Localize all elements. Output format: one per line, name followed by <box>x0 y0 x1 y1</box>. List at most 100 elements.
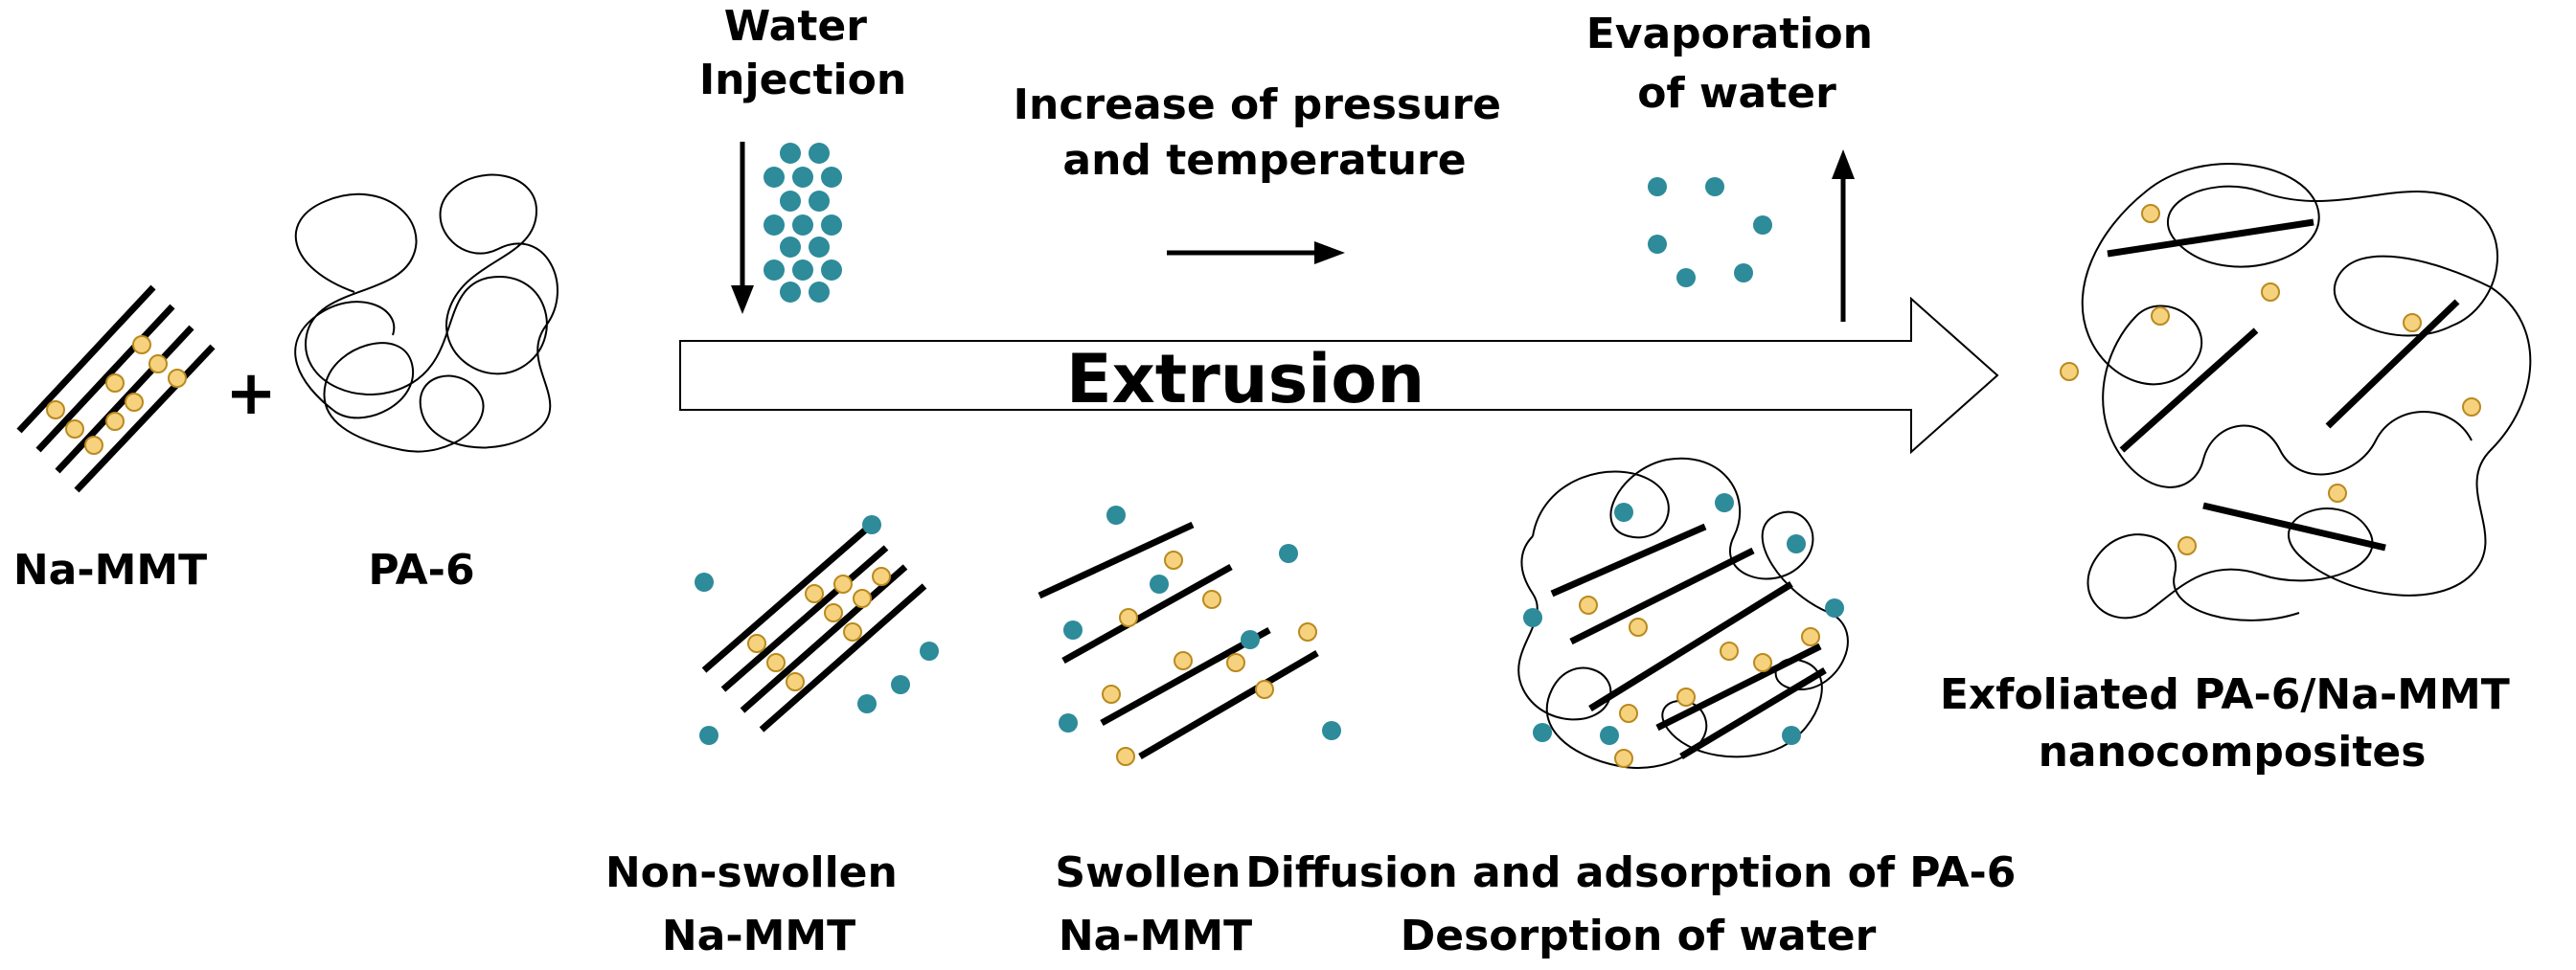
water-dot <box>695 573 714 592</box>
cation-dot <box>1119 608 1138 627</box>
increase-pressure-label: Increase of pressure and temperature <box>1014 80 1516 185</box>
water-dot <box>1648 177 1667 196</box>
cation-dot <box>168 369 187 388</box>
cation-dot <box>2141 204 2160 223</box>
clay-sheet <box>1100 626 1271 727</box>
water-dot <box>920 642 939 661</box>
cation-dot <box>84 436 103 455</box>
clay-sheet <box>1655 643 1822 732</box>
clay-sheet <box>701 526 870 673</box>
water-dot <box>1648 235 1667 254</box>
cation-dot <box>1579 596 1598 615</box>
water-dot <box>1241 630 1260 649</box>
plus-sign: + <box>225 358 277 429</box>
water-dot <box>1523 608 1542 627</box>
water-dot <box>1059 713 1078 733</box>
water-dot <box>1533 723 1552 742</box>
water-dot <box>1753 215 1772 235</box>
cation-dot <box>1629 618 1648 637</box>
cation-dot <box>1720 642 1739 661</box>
water-dot <box>1715 493 1734 512</box>
cation-dot <box>872 567 891 586</box>
cation-dot <box>1202 590 1221 609</box>
cation-dot <box>1298 622 1317 642</box>
cation-dot <box>824 603 843 622</box>
cation-dot <box>2261 282 2280 302</box>
cation-dot <box>853 589 872 608</box>
cation-dot <box>65 419 84 439</box>
water-dot <box>1150 575 1169 594</box>
water-dot <box>1063 620 1083 640</box>
clay-sheet <box>1588 581 1793 711</box>
cation-dot <box>786 672 805 691</box>
water-dot <box>792 259 813 281</box>
cation-dot <box>1116 747 1135 766</box>
clay-sheet <box>1061 563 1233 665</box>
water-dot <box>809 143 830 164</box>
water-dot <box>780 282 801 303</box>
cation-dot <box>2462 397 2481 417</box>
water-dots <box>695 143 1844 745</box>
clay-sheet <box>74 344 216 493</box>
water-dot <box>764 167 785 188</box>
clay-sheet <box>2119 327 2259 453</box>
cation-dot <box>2177 536 2197 555</box>
water-dot <box>1322 721 1341 740</box>
clay-sheet <box>1550 523 1707 598</box>
evaporation-arrow <box>1832 149 1855 322</box>
clay-sheet <box>740 564 908 713</box>
clay-sheet <box>1569 547 1755 645</box>
extrusion-arrow <box>679 296 1999 455</box>
cation-dot <box>1174 651 1193 670</box>
water-dot <box>1734 263 1753 282</box>
swollen-label: Swollen Na-MMT <box>1055 848 1255 960</box>
water-dot <box>1705 177 1724 196</box>
cation-dots <box>46 204 2481 768</box>
pa6-label: PA-6 <box>368 546 474 595</box>
cation-dot <box>1164 551 1183 570</box>
water-dot <box>809 237 830 258</box>
cation-dot <box>1102 685 1121 704</box>
clay-layers <box>16 218 2460 760</box>
cation-dot <box>2060 362 2079 381</box>
water-dot <box>764 259 785 281</box>
cation-dot <box>843 622 862 642</box>
cation-dot <box>1614 749 1633 768</box>
cation-dot <box>132 335 151 354</box>
water-dot <box>821 214 842 236</box>
water-dot <box>780 191 801 212</box>
water-dot <box>891 675 910 694</box>
pa6-polymer-coil <box>294 173 559 453</box>
clay-sheet <box>35 304 175 453</box>
cation-dot <box>747 634 766 653</box>
cation-dot <box>2328 484 2347 503</box>
exfoliated-label: Exfoliated PA-6/Na-MMT nanocomposites <box>1940 670 2524 777</box>
water-dot <box>1676 268 1696 287</box>
cation-dot <box>2151 306 2170 326</box>
diffusion-polymer-coil <box>1517 457 1849 769</box>
clay-sheet <box>759 583 927 733</box>
water-dot <box>1787 534 1806 553</box>
cation-dot <box>1226 653 1245 672</box>
cation-dot <box>105 373 125 393</box>
cation-dot <box>1801 627 1820 646</box>
evaporation-label: Evaporation of water <box>1586 10 1888 118</box>
non-swollen-label: Non-swollen Na-MMT <box>605 848 912 960</box>
water-dot <box>1782 726 1801 745</box>
clay-sheet <box>2202 502 2386 552</box>
water-dot <box>809 191 830 212</box>
water-dot <box>809 282 830 303</box>
na-mmt-label: Na-MMT <box>13 546 207 595</box>
cation-dot <box>46 400 65 419</box>
water-dot <box>1614 503 1633 522</box>
water-injection-arrow <box>731 142 754 314</box>
water-dot <box>780 237 801 258</box>
clay-sheet <box>720 545 889 692</box>
cation-dot <box>805 584 824 603</box>
water-injection-label: Water Injection <box>699 2 906 104</box>
cation-dot <box>1619 704 1638 723</box>
clay-sheet <box>2107 218 2314 258</box>
water-dot <box>792 167 813 188</box>
cation-dot <box>766 653 786 672</box>
